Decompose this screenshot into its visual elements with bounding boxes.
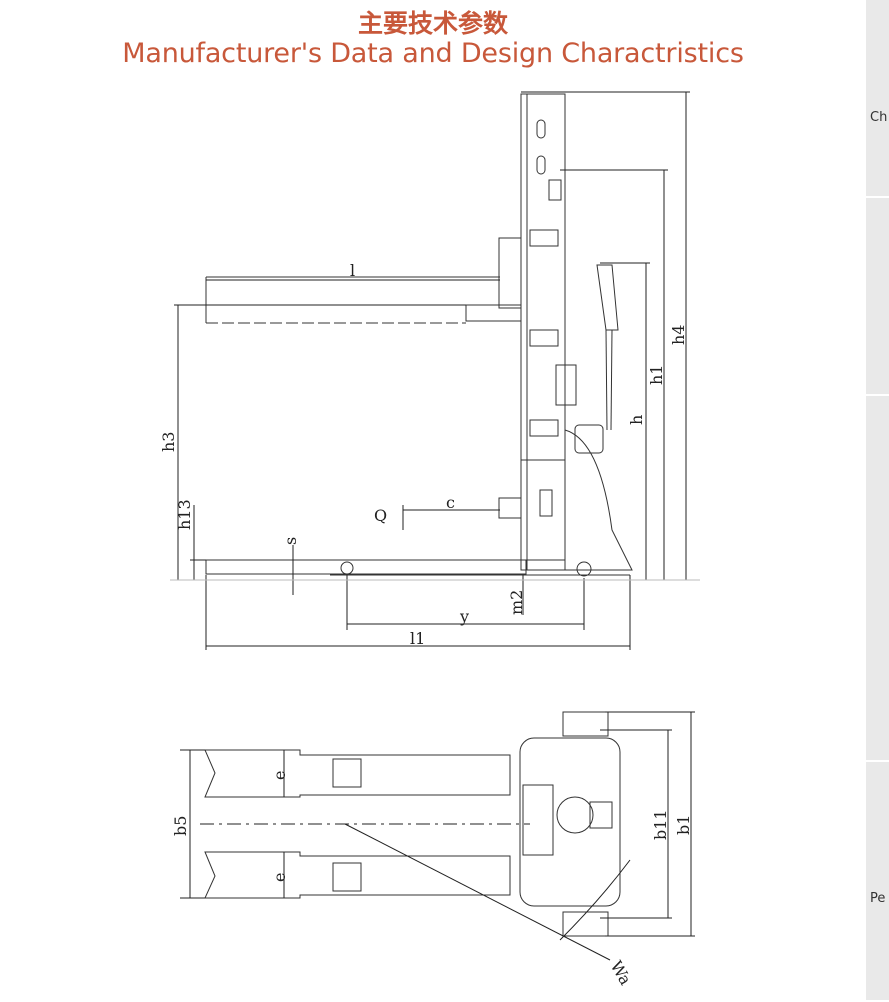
label-l1: l1 [410,629,425,648]
right-sidebar: Ch Pe [866,0,889,1002]
label-b11: b11 [651,809,670,840]
page-heading-en: Manufacturer's Data and Design Charactri… [122,38,744,69]
sidebar-panel-4-text: Pe [870,891,886,906]
top-fork-lower [204,851,511,899]
label-m2: m2 [507,590,526,615]
tiller-arm [596,264,619,331]
label-l: l [350,261,355,280]
top-truck-body [519,737,621,907]
label-Q: Q [374,506,387,525]
label-e-top: e [270,771,289,780]
lowered-fork [205,559,527,575]
carriage [498,237,522,309]
sidebar-panel-2[interactable] [866,198,889,396]
label-s: s [281,537,300,545]
page-heading-cn: 主要技术参数 [357,9,508,38]
label-h13: h13 [175,499,194,530]
top-fork-upper [204,749,511,798]
side-view-drawing: l h3 h13 s Q c h h1 h4 m2 y l1 [159,91,700,650]
label-h: h [627,415,646,425]
sidebar-panel-1-text: Ch [870,110,888,125]
sidebar-panel-1[interactable]: Ch [866,0,889,198]
label-b5: b5 [171,816,190,836]
label-b1: b1 [674,815,693,835]
label-h1: h1 [647,365,666,385]
sidebar-panel-4[interactable]: Pe [866,762,889,1002]
sidebar-panel-3[interactable] [866,396,889,762]
mast-frame [520,93,566,571]
top-view-drawing: b5 e e b11 b1 Wa [171,711,695,989]
label-h3: h3 [159,432,178,452]
label-h4: h4 [669,325,688,345]
label-Wa: Wa [607,958,636,989]
label-c: c [446,493,455,512]
label-y: y [459,607,469,626]
label-e-bottom: e [270,873,289,882]
